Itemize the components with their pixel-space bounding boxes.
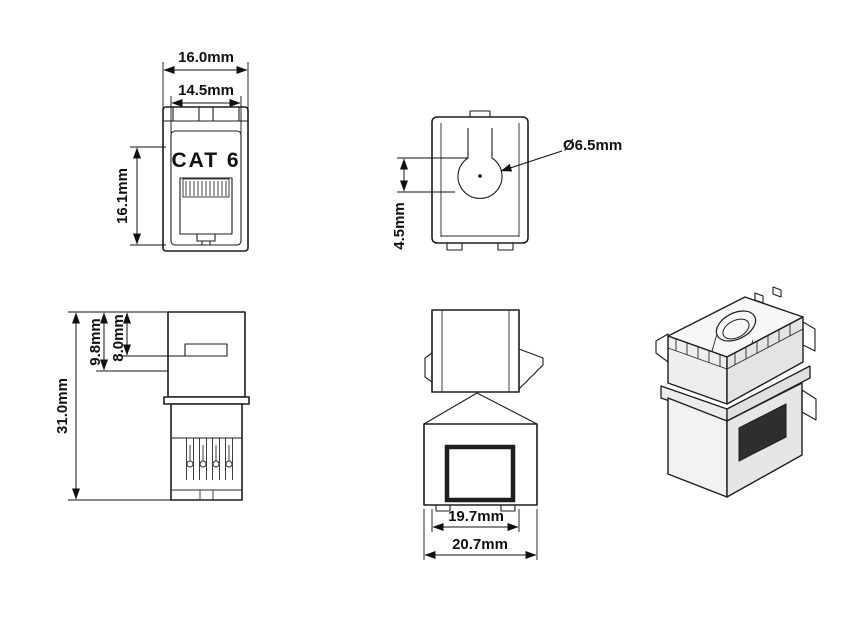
top-view-body — [431, 116, 529, 244]
idc-contacts — [186, 438, 233, 480]
left-tab — [424, 352, 433, 383]
dim-front-inner-width: 14.5mm — [178, 82, 234, 99]
keyhole-cutout — [457, 128, 503, 199]
front-face-view: CAT 6 16.0mm 14.5mm 16.1mm — [114, 49, 249, 252]
isometric-view — [655, 286, 817, 498]
foot-left — [446, 242, 463, 251]
iso-contact-teeth — [667, 324, 804, 370]
iso-lower-latch — [801, 389, 817, 421]
side-foot-left — [435, 504, 451, 512]
window-slot — [184, 343, 228, 357]
top-view: Ø6.5mm 4.5mm — [391, 110, 622, 251]
dim-hole-diameter: Ø6.5mm — [563, 137, 622, 154]
flange — [163, 396, 250, 405]
dim-body-width: 19.7mm — [448, 508, 504, 525]
iso-right-wing — [802, 321, 816, 352]
full-front-view: 31.0mm 9.8mm 8.0mm — [54, 311, 250, 501]
upper-body — [167, 311, 246, 398]
top-clip-left — [172, 106, 200, 122]
iso-hole — [715, 310, 757, 342]
side-view: 19.7mm 20.7mm — [423, 309, 544, 560]
iso-recess — [738, 403, 787, 462]
iso-left-wing — [655, 333, 669, 363]
product-label: CAT 6 — [171, 149, 240, 172]
latch-arm — [518, 348, 544, 390]
side-recess — [444, 444, 516, 503]
dim-upper-height: 9.8mm — [87, 318, 104, 366]
side-upper-body — [431, 309, 520, 393]
top-clip-right — [212, 106, 240, 122]
dim-front-face-height: 16.1mm — [114, 168, 131, 224]
rj45-contact-hatch — [185, 181, 227, 196]
rj45-contacts — [182, 178, 230, 198]
hole-center-dot — [478, 174, 482, 178]
foot-right — [497, 242, 514, 251]
dim-front-outer-width: 16.0mm — [178, 49, 234, 66]
dim-hole-offset: 4.5mm — [391, 202, 408, 250]
dim-total-height: 31.0mm — [54, 378, 71, 434]
iso-band-right — [726, 365, 811, 422]
dim-slot-height: 8.0mm — [110, 314, 127, 362]
side-foot-right — [500, 504, 516, 512]
dim-overall-width: 20.7mm — [452, 536, 508, 553]
